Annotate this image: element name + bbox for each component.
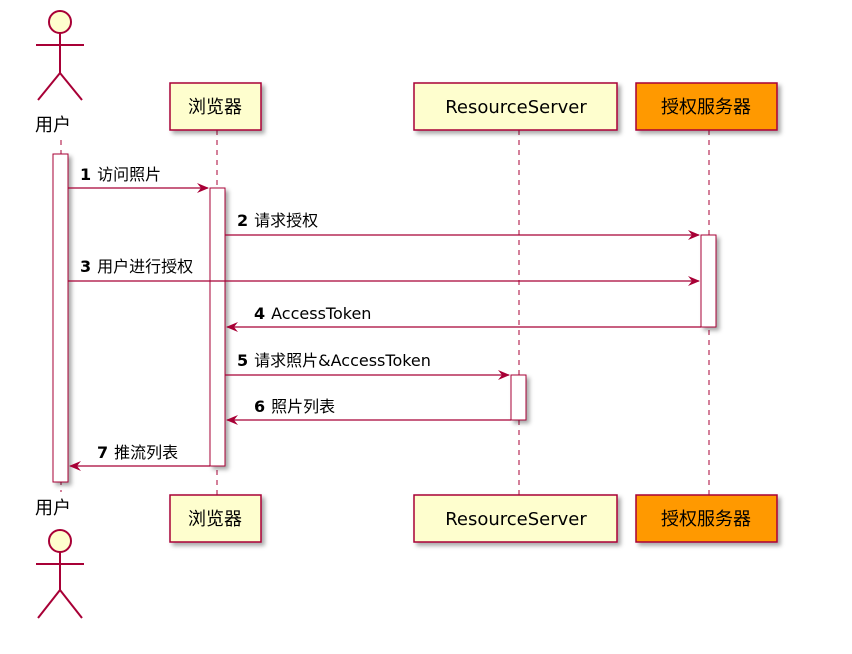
actor-user-bottom: 用户 <box>35 498 84 619</box>
actor-user-label-bottom: 用户 <box>35 498 71 519</box>
participant-auth-server-label-bottom: 授权服务器 <box>661 509 751 530</box>
activation-auth-server <box>700 234 717 328</box>
actor-head-icon <box>48 10 72 34</box>
participant-browser-bottom <box>169 494 262 543</box>
actor-user-label-top: 用户 <box>35 115 71 136</box>
participant-resource-server-label-top: ResourceServer <box>445 97 587 118</box>
activations <box>52 153 717 483</box>
participant-resource-server-label-bottom: ResourceServer <box>445 509 587 530</box>
activation-browser <box>209 187 226 467</box>
actor-head-icon <box>48 529 72 553</box>
participant-auth-server-label-top: 授权服务器 <box>661 97 751 118</box>
participant-browser-top <box>169 82 262 131</box>
actor-user-top: 用户 <box>35 10 84 136</box>
participants-top <box>169 82 778 131</box>
participant-auth-server-top <box>635 82 778 131</box>
lifelines <box>60 130 710 495</box>
participant-auth-server-bottom <box>635 494 778 543</box>
participant-browser-label-bottom: 浏览器 <box>188 509 242 530</box>
participants-bottom <box>169 494 778 543</box>
participant-resource-server-bottom <box>413 494 618 543</box>
activation-resource-server <box>510 374 527 421</box>
participant-resource-server-top <box>413 82 618 131</box>
participant-browser-label-top: 浏览器 <box>188 97 242 118</box>
activation-user <box>52 153 69 483</box>
